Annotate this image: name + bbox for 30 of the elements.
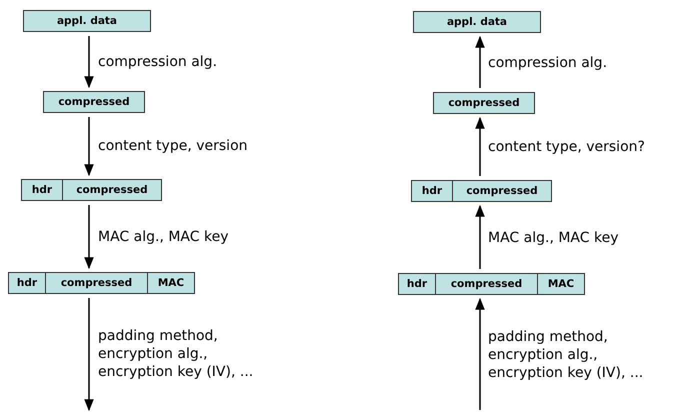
arrow: [84, 117, 94, 176]
field-label: MAC: [537, 274, 584, 294]
field-label: compressed: [62, 180, 161, 200]
arrow: [475, 36, 485, 88]
record-box: [23, 10, 151, 32]
field-label: hdr: [406, 277, 428, 292]
field-label: MAC: [147, 273, 194, 293]
arrow: [475, 116, 485, 176]
field-label: hdr: [30, 183, 54, 198]
arrow: [84, 298, 94, 412]
record-box: [43, 91, 145, 113]
field-label: compressed: [45, 273, 147, 293]
record-box: [413, 11, 541, 33]
field-label: compressed: [452, 181, 551, 201]
arrow: [84, 205, 94, 270]
arrow: [84, 36, 94, 88]
record-box: [21, 179, 162, 201]
field-label: hdr: [16, 276, 38, 291]
field-label: appl. data: [56, 14, 118, 29]
record-box: [411, 180, 552, 202]
record-box: [398, 273, 585, 295]
field-label: compressed: [435, 274, 537, 294]
arrow: [475, 298, 485, 410]
record-box: [433, 92, 535, 114]
record-box: [8, 272, 195, 294]
field-label: appl. data: [446, 15, 508, 30]
field-label: compressed: [447, 96, 521, 111]
field-label: hdr: [420, 184, 444, 199]
field-label: compressed: [57, 95, 131, 110]
arrow: [475, 204, 485, 269]
